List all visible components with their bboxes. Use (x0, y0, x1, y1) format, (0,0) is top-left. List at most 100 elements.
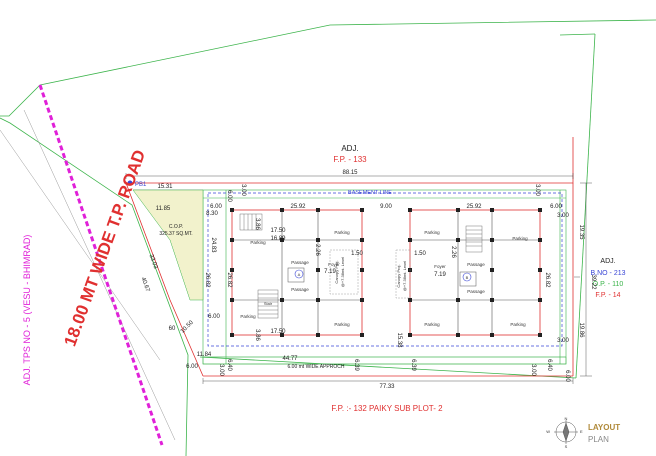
dim-1185: 11.85 (156, 206, 171, 212)
dim-600-2: 6.00 (550, 204, 562, 210)
dim-2592a: 25.92 (290, 204, 306, 210)
dim-7733: 77.33 (379, 384, 395, 390)
fp-top-label: F.P. - 133 (333, 155, 367, 164)
room-parking-a4: Parking (334, 322, 350, 327)
compass-west: W (546, 429, 550, 434)
lift-b-label: B (466, 275, 469, 280)
dim-300-2: 3.00 (534, 184, 540, 196)
cop-area-label: 325.37 SQ.MT. (159, 231, 192, 237)
dim-600-6: 6.00 (226, 190, 232, 202)
right-dimension (574, 182, 592, 377)
tps-label: ADJ. TPS NO - 5 (VESU - BHIMRAD) (22, 235, 32, 386)
stair-b (465, 225, 483, 253)
lift-a (287, 267, 305, 283)
room-parking-b1: Parking (424, 230, 440, 235)
dim-2592b: 25.92 (466, 204, 482, 210)
building-a (231, 209, 363, 336)
building-b (409, 209, 541, 336)
road-label: 18.00 MT WIDE T.P. ROAD (60, 147, 149, 348)
room-foyer-a: Foyer (328, 262, 340, 267)
basement-line (207, 192, 563, 347)
dim-150b: 1.50 (414, 251, 426, 257)
dim-60: 60 (169, 326, 176, 332)
columns (230, 208, 542, 337)
room-parking-a1: Parking (250, 240, 266, 245)
dim-1050: 10.50 (180, 319, 195, 334)
dim-640-1: 6.40 (226, 359, 232, 371)
dim-300-5: 3.00 (530, 364, 536, 376)
dim-top-width: 88.15 (342, 170, 358, 176)
dim-830: 8.30 (206, 211, 218, 217)
dim-1184: 11.84 (197, 352, 212, 358)
dim-600-1: 6.00 (210, 204, 222, 210)
dim-2483: 24.83 (210, 237, 216, 253)
canopy-b-label: Canopy Proj. (396, 264, 401, 287)
canopy-a (329, 249, 359, 295)
cop-label: C.O.P. (169, 224, 183, 230)
canopy-b-level: @+7.38mt. Level (402, 261, 407, 292)
room-parking-b4: Parking (510, 322, 526, 327)
dim-2682a: 26.82 (226, 272, 232, 288)
dim-1538: 15.38 (396, 332, 402, 348)
plot-outline (125, 137, 574, 377)
inner-walls (232, 210, 540, 335)
dim-226b: 2.26 (450, 246, 456, 258)
stair-a (257, 289, 279, 319)
dim-4067: 40.67 (140, 277, 151, 294)
dim-1935: 19.35 (578, 224, 584, 240)
compass-east: E (580, 429, 583, 434)
fp-right-label: F.P. - 14 (595, 292, 620, 299)
room-passage-a2: Passage (291, 287, 309, 292)
dim-2682b: 26.82 (204, 272, 210, 288)
dim-1750a: 17.50 (270, 228, 286, 234)
room-parking-b3: Parking (424, 322, 440, 327)
road-edges (0, 109, 176, 441)
approach-road (202, 356, 567, 365)
dim-639-1: 6.39 (353, 359, 359, 371)
room-parking-a3: Parking (240, 314, 256, 319)
dim-3303: 33.03 (148, 254, 159, 271)
room-foyer-b: Foyer (434, 264, 446, 269)
road-centerline (38, 84, 164, 446)
plan-title: PLAN (588, 435, 609, 444)
dim-1689: 16.89 (270, 236, 286, 242)
bno-label: B.NO - 213 (590, 270, 625, 277)
dim-386b: 3.86 (254, 329, 260, 341)
building-b-marker (462, 272, 472, 282)
adj-right-label: ADJ. (600, 258, 615, 265)
dim-600-5: 6.00 (208, 314, 220, 320)
dim-640-2: 6.40 (546, 359, 552, 371)
dim-1986: 19.86 (578, 322, 584, 338)
bottom-plot-label: F.P. :- 132 PAIKY SUB PLOT- 2 (331, 404, 443, 413)
dim-3922: 39.22 (590, 274, 596, 290)
cop-area (132, 189, 204, 301)
pb1-label: PB1 (135, 182, 147, 188)
op-label: O.P. - 110 (593, 281, 624, 288)
dim-300-1: 3.00 (240, 184, 246, 196)
dim-300-6: 3.00 (557, 338, 569, 344)
stair-a-label: Stair (264, 301, 273, 306)
dim-719b: 7.19 (434, 272, 446, 278)
dim-719a: 7.19 (324, 269, 336, 275)
dim-1531: 15.31 (157, 184, 173, 190)
dim-1750b: 17.50 (270, 329, 286, 335)
dim-300-3: 3.00 (557, 213, 569, 219)
dim-300-4: 3.00 (218, 364, 224, 376)
stair-a-top (239, 213, 263, 231)
lift-a-label: A (298, 272, 301, 277)
compass-north: N (565, 416, 568, 421)
compass-south: S (565, 444, 568, 449)
building-a-marker (294, 269, 304, 279)
approach-label: 6.00 mt WIDE APPROCH (288, 364, 345, 370)
dim-226a: 2.26 (314, 244, 320, 256)
room-passage-b2: Passage (467, 289, 485, 294)
dim-600-4: 6.00 (564, 370, 570, 382)
dim-2682c: 26.82 (544, 272, 550, 288)
dim-639-2: 6.39 (410, 359, 416, 371)
dim-4477: 44.77 (282, 356, 298, 362)
canopy-a-label: Canopy Proj. (334, 260, 339, 283)
bottom-dimension (202, 378, 574, 384)
dim-386a: 3.86 (254, 218, 260, 230)
dim-150a: 1.50 (351, 251, 363, 257)
